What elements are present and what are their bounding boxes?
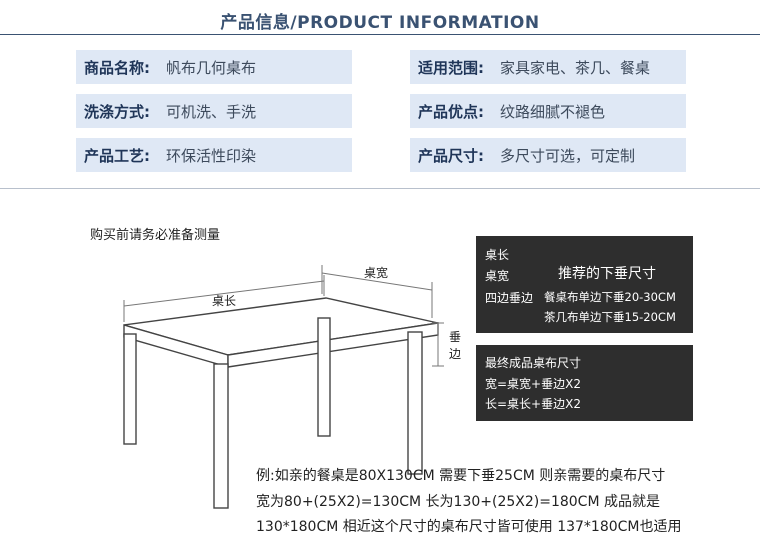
- info-value: 纹路细腻不褪色: [500, 102, 606, 121]
- length-dimension-line: [123, 280, 325, 307]
- box1-coffee-drop: 茶几布单边下垂15-20CM: [544, 310, 676, 324]
- recommended-drop-box: 桌长 桌宽 四边垂边 推荐的下垂尺寸 餐桌布单边下垂20-30CM 茶几布单边下…: [476, 236, 693, 333]
- table-leg-back-right: [317, 317, 331, 437]
- product-info-header: 产品信息/PRODUCT INFORMATION: [0, 0, 760, 40]
- info-label: 产品工艺:: [84, 146, 150, 165]
- info-value: 环保活性印染: [166, 146, 257, 165]
- table-leg-back-left: [123, 333, 137, 445]
- final-size-box: 最终成品桌布尺寸 宽=桌宽+垂边X2 长=桌长+垂边X2: [476, 345, 693, 421]
- table-leg-front-right: [407, 331, 423, 475]
- info-label: 产品尺寸:: [418, 146, 484, 165]
- info-value: 帆布几何桌布: [166, 58, 257, 77]
- info-value: 可机洗、手洗: [166, 102, 257, 121]
- drop-label-bottom: 边: [449, 347, 462, 361]
- width-dimension-line: [321, 272, 433, 291]
- length-label: 桌长: [212, 294, 237, 308]
- info-bottom-divider: [0, 188, 760, 189]
- info-label: 洗涤方式:: [84, 102, 150, 121]
- info-label: 商品名称:: [84, 58, 150, 77]
- box2-width-formula: 宽=桌宽+垂边X2: [485, 377, 581, 391]
- info-label: 产品优点:: [418, 102, 484, 121]
- info-cell-size: 产品尺寸: 多尺寸可选，可定制: [410, 138, 686, 172]
- example-line-2: 宽为80+(25X2)=130CM 长为130+(25X2)=180CM 成品就…: [256, 494, 660, 510]
- section-title: 产品信息/PRODUCT INFORMATION: [220, 13, 540, 33]
- info-value: 多尺寸可选，可定制: [500, 146, 636, 165]
- box2-title: 最终成品桌布尺寸: [485, 356, 582, 370]
- info-cell-washing: 洗涤方式: 可机洗、手洗: [76, 94, 352, 128]
- box1-line-drop: 四边垂边: [485, 291, 534, 305]
- info-value: 家具家电、茶几、餐桌: [500, 58, 651, 77]
- info-cell-craft: 产品工艺: 环保活性印染: [76, 138, 352, 172]
- info-label: 适用范围:: [418, 58, 484, 77]
- table-leg-front-left: [213, 363, 229, 509]
- box1-line-width: 桌宽: [485, 269, 510, 283]
- measure-note: 购买前请务必准备测量: [90, 228, 221, 243]
- info-cell-usage-scope: 适用范围: 家具家电、茶几、餐桌: [410, 50, 686, 84]
- box1-title: 推荐的下垂尺寸: [558, 266, 656, 282]
- example-line-1: 例:如亲的餐桌是80X130CM 需要下垂25CM 则亲需要的桌布尺寸: [256, 468, 666, 484]
- info-cell-product-name: 商品名称: 帆布几何桌布: [76, 50, 352, 84]
- box1-dining-drop: 餐桌布单边下垂20-30CM: [544, 290, 676, 304]
- box2-length-formula: 长=桌长+垂边X2: [485, 397, 581, 411]
- example-line-3: 130*180CM 相近这个尺寸的桌布尺寸皆可使用 137*180CM也适用: [256, 519, 682, 535]
- box1-line-length: 桌长: [485, 248, 510, 262]
- drop-label-top: 垂: [449, 330, 462, 344]
- header-divider: [0, 34, 760, 35]
- width-label: 桌宽: [364, 266, 389, 280]
- info-cell-advantages: 产品优点: 纹路细腻不褪色: [410, 94, 686, 128]
